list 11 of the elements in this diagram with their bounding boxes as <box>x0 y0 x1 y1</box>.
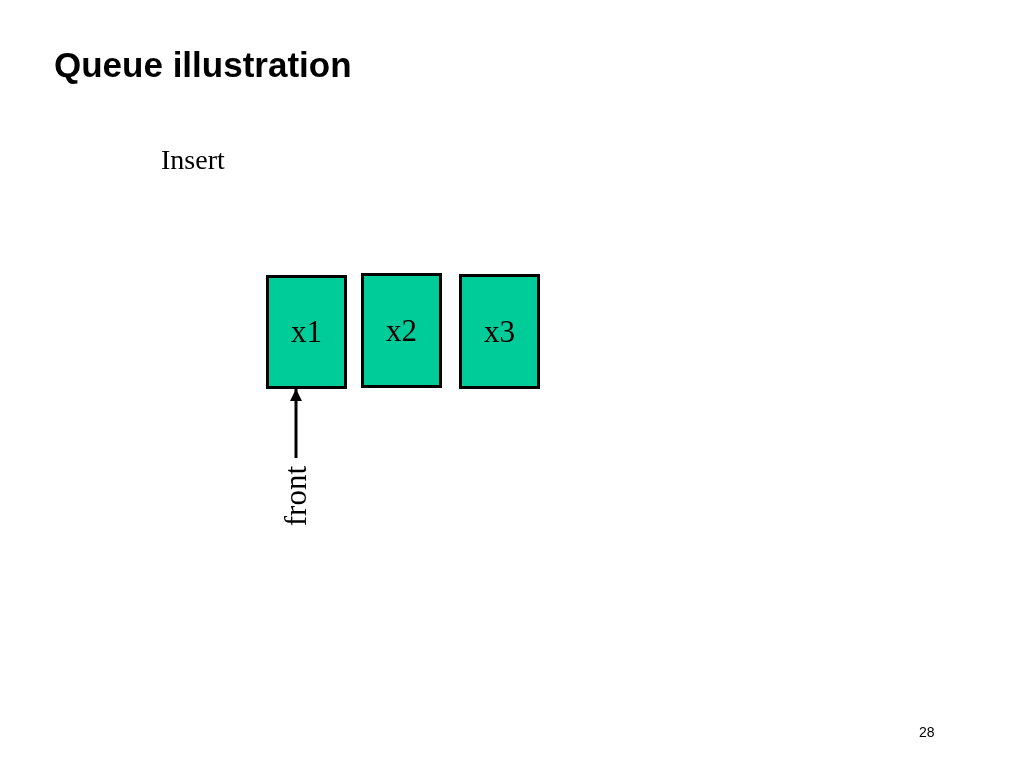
queue-cell <box>459 274 540 389</box>
pointer-label: front <box>279 465 313 527</box>
page-number: 28 <box>919 724 935 741</box>
cell-value: x2 <box>386 313 417 348</box>
cell-value: x1 <box>291 315 322 349</box>
queue-cell <box>361 273 442 388</box>
operation-label: Insert <box>161 143 225 177</box>
arrow <box>290 389 302 458</box>
cell-value: x3 <box>484 314 515 349</box>
slide-title: Queue illustration <box>54 44 352 86</box>
queue-cell <box>266 275 347 389</box>
